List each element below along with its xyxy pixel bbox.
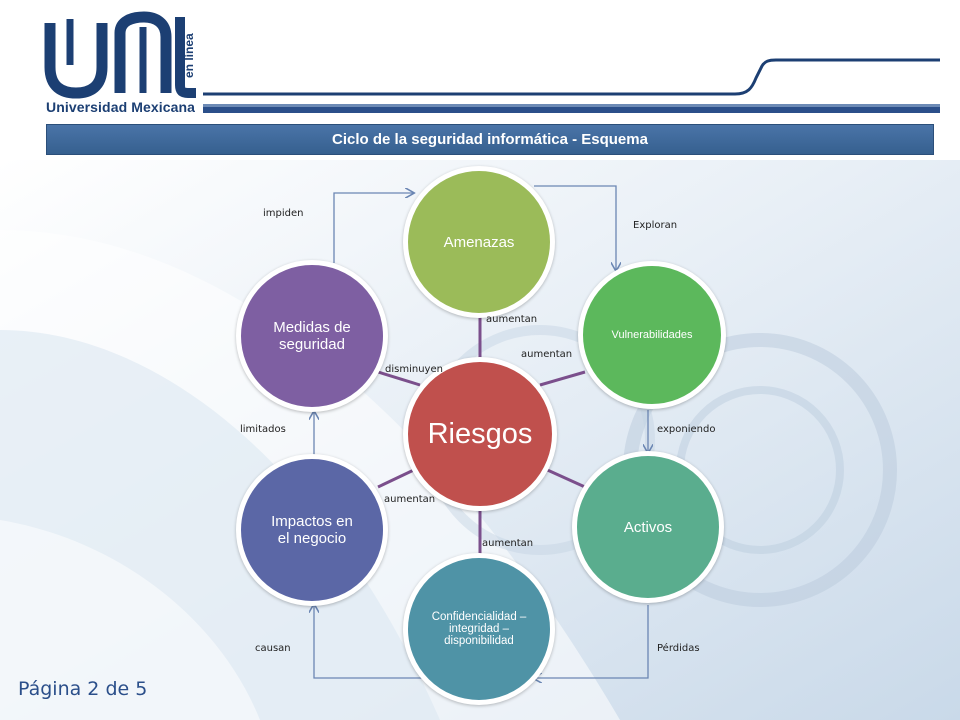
- label-aumentan-vulnerabilidades: aumentan: [521, 349, 573, 360]
- node-impactos: Impactos en el negocio: [236, 454, 388, 606]
- node-impactos-label: Impactos en el negocio: [271, 513, 353, 547]
- label-disminuyen: disminuyen: [385, 364, 443, 375]
- node-activos: Activos: [572, 451, 724, 603]
- label-perdidas: Pérdidas: [657, 643, 700, 654]
- node-vulnerabilidades-label: Vulnerabilidades: [611, 329, 693, 341]
- label-aumentan-amenazas: aumentan: [486, 314, 538, 325]
- label-limitados: limitados: [240, 424, 286, 435]
- label-aumentan-cid: aumentan: [482, 538, 534, 549]
- page-number: Página 2 de 5: [18, 678, 148, 700]
- node-cid: Confidencialidad – integridad – disponib…: [403, 553, 555, 705]
- logo-name: Universidad Mexicana: [46, 99, 196, 115]
- label-impiden: impiden: [263, 208, 304, 219]
- label-exploran: Exploran: [633, 220, 678, 231]
- cycle-arrows: [314, 185, 648, 678]
- label-exponiendo: exponiendo: [657, 424, 716, 435]
- node-activos-label: Activos: [623, 518, 673, 536]
- node-riesgos: Riesgos: [403, 357, 557, 511]
- node-vulnerabilidades: Vulnerabilidades: [578, 261, 726, 409]
- university-logo: [44, 11, 196, 99]
- node-amenazas-label: Amenazas: [443, 233, 515, 251]
- node-medidas-label: Medidas de seguridad: [273, 319, 351, 353]
- spoke-lines: [377, 313, 586, 560]
- label-causan: causan: [255, 643, 291, 654]
- node-amenazas: Amenazas: [403, 166, 555, 318]
- node-cid-label: Confidencialidad – integridad – disponib…: [431, 611, 527, 647]
- node-medidas: Medidas de seguridad: [236, 260, 388, 412]
- page-title: Ciclo de la seguridad informática - Esqu…: [46, 124, 934, 155]
- label-aumentan-impactos: aumentan: [384, 494, 436, 505]
- node-riesgos-label: Riesgos: [427, 417, 533, 450]
